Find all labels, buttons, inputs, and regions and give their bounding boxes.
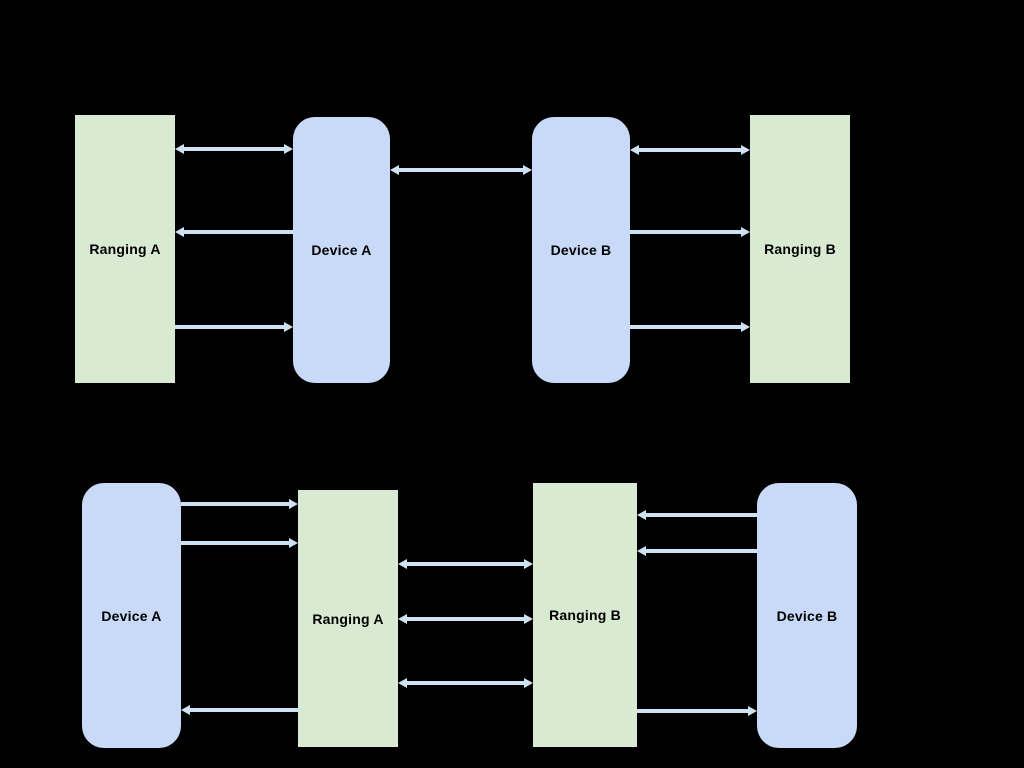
box-device-b-top: Device B bbox=[532, 117, 630, 383]
arrow-ranging-a-to-ranging-b-both-bottom-y564 bbox=[398, 558, 533, 570]
box-ranging-a-top: Ranging A bbox=[75, 115, 175, 383]
box-device-a-top: Device A bbox=[293, 117, 390, 383]
arrow-shaft bbox=[183, 147, 285, 151]
arrow-shaft bbox=[406, 562, 525, 566]
arrow-shaft bbox=[645, 549, 757, 553]
arrow-shaft bbox=[406, 617, 525, 621]
arrowhead-left-icon bbox=[398, 614, 407, 624]
box-label-ranging-a-top: Ranging A bbox=[89, 241, 161, 257]
arrow-device-b-to-ranging-b-right-top-y327 bbox=[630, 321, 750, 333]
arrowhead-left-icon bbox=[637, 546, 646, 556]
arrow-device-b-to-ranging-b-both-top-y150 bbox=[630, 144, 750, 156]
arrowhead-left-icon bbox=[390, 165, 399, 175]
arrowhead-left-icon bbox=[175, 144, 184, 154]
arrow-shaft bbox=[638, 148, 742, 152]
arrow-shaft bbox=[645, 513, 757, 517]
arrowhead-right-icon bbox=[524, 678, 533, 688]
arrow-device-a-to-ranging-a-right-bottom-y543 bbox=[181, 537, 298, 549]
box-label-device-b-top: Device B bbox=[550, 242, 612, 258]
arrowhead-left-icon bbox=[175, 227, 184, 237]
arrowhead-left-icon bbox=[630, 145, 639, 155]
arrow-device-a-to-ranging-a-right-bottom-y504 bbox=[181, 498, 298, 510]
arrow-ranging-a-to-ranging-b-both-bottom-y619 bbox=[398, 613, 533, 625]
arrowhead-left-icon bbox=[398, 559, 407, 569]
arrow-shaft bbox=[175, 325, 285, 329]
box-device-a-bottom: Device A bbox=[82, 483, 181, 748]
arrow-ranging-a-to-device-a-left-bottom-y710 bbox=[181, 704, 298, 716]
arrow-shaft bbox=[630, 230, 742, 234]
arrowhead-right-icon bbox=[524, 559, 533, 569]
arrowhead-right-icon bbox=[741, 322, 750, 332]
box-label-ranging-b-bottom: Ranging B bbox=[549, 607, 621, 623]
box-label-device-b-bottom: Device B bbox=[776, 607, 838, 624]
box-ranging-b-bottom: Ranging B bbox=[533, 483, 637, 747]
arrow-shaft bbox=[181, 541, 290, 545]
box-ranging-a-bottom: Ranging A bbox=[298, 490, 398, 747]
arrowhead-right-icon bbox=[524, 614, 533, 624]
arrow-shaft bbox=[183, 230, 293, 234]
arrow-shaft bbox=[181, 502, 290, 506]
arrow-device-b-to-ranging-b-right-top-y232 bbox=[630, 226, 750, 238]
arrow-ranging-b-to-device-b-right-bottom-y711 bbox=[637, 705, 757, 717]
arrowhead-right-icon bbox=[741, 227, 750, 237]
box-device-b-bottom: Device B bbox=[757, 483, 857, 748]
box-label-device-a-top: Device A bbox=[311, 242, 372, 258]
arrowhead-right-icon bbox=[289, 538, 298, 548]
arrowhead-right-icon bbox=[523, 165, 532, 175]
arrowhead-left-icon bbox=[637, 510, 646, 520]
arrow-device-a-to-ranging-a-left-top-y232 bbox=[175, 226, 293, 238]
arrow-shaft bbox=[630, 325, 742, 329]
arrow-ranging-a-to-ranging-b-both-bottom-y683 bbox=[398, 677, 533, 689]
arrow-shaft bbox=[637, 709, 749, 713]
arrowhead-left-icon bbox=[181, 705, 190, 715]
box-label-ranging-b-top: Ranging B bbox=[764, 241, 836, 257]
arrowhead-right-icon bbox=[284, 144, 293, 154]
arrow-device-b-to-ranging-b-left-bottom-y515 bbox=[637, 509, 757, 521]
arrowhead-left-icon bbox=[398, 678, 407, 688]
arrowhead-right-icon bbox=[748, 706, 757, 716]
arrowhead-right-icon bbox=[289, 499, 298, 509]
arrowhead-right-icon bbox=[741, 145, 750, 155]
arrow-ranging-a-to-device-a-both-top-y149 bbox=[175, 143, 293, 155]
arrow-device-a-to-device-b-both-top-y170 bbox=[390, 164, 532, 176]
arrow-shaft bbox=[406, 681, 525, 685]
box-label-device-a-bottom: Device A bbox=[101, 607, 162, 624]
arrow-device-b-to-ranging-b-left-bottom-y551 bbox=[637, 545, 757, 557]
box-ranging-b-top: Ranging B bbox=[750, 115, 850, 383]
box-label-ranging-a-bottom: Ranging A bbox=[312, 610, 384, 627]
arrow-shaft bbox=[189, 708, 298, 712]
arrow-shaft bbox=[398, 168, 524, 172]
arrowhead-right-icon bbox=[284, 322, 293, 332]
arrow-ranging-a-to-device-a-right-top-y327 bbox=[175, 321, 293, 333]
